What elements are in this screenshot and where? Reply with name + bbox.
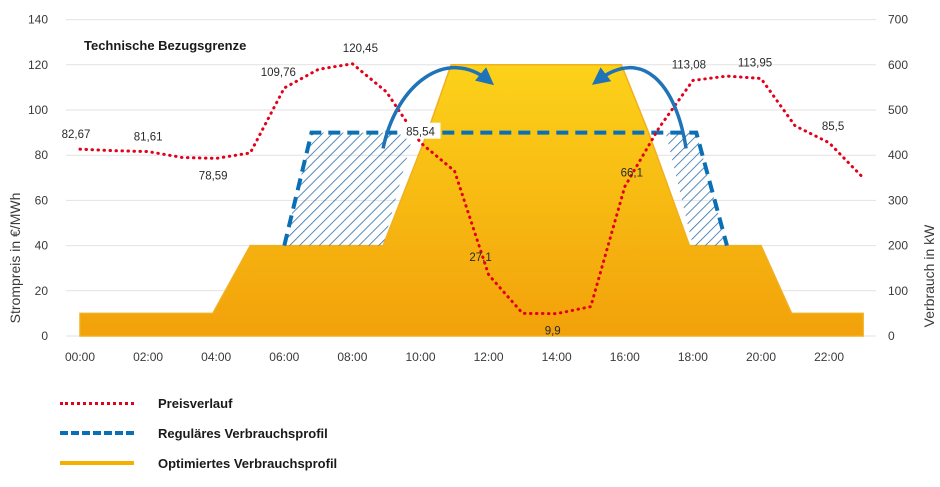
y-left-tick-label: 120 [28, 58, 48, 72]
plot-shapes [78, 62, 865, 337]
y-right-tick-label: 300 [888, 193, 908, 207]
price-line [78, 62, 865, 316]
x-tick-label: 08:00 [337, 350, 367, 364]
shift-arrow-right [591, 66, 688, 149]
y-right-tick-label: 0 [888, 329, 895, 343]
y-right-tick-label: 600 [888, 58, 908, 72]
y-right-tick-label: 200 [888, 239, 908, 253]
data-label: 85,54 [406, 127, 435, 139]
y-right-tick-label: 100 [888, 284, 908, 298]
legend-swatch-optimized [60, 461, 134, 465]
y-left-tick-label: 40 [35, 239, 49, 253]
x-tick-label: 00:00 [65, 350, 95, 364]
data-label: 78,59 [199, 170, 228, 182]
x-tick-label: 10:00 [405, 350, 435, 364]
data-label: 66,1 [621, 168, 643, 180]
shift-arrow-left [381, 66, 494, 149]
x-tick-label: 18:00 [678, 350, 708, 364]
x-tick-label: 12:00 [474, 350, 504, 364]
data-label: 82,67 [62, 129, 91, 141]
data-label: 120,45 [343, 43, 378, 55]
data-label: 109,76 [261, 67, 296, 79]
x-tick-label: 22:00 [814, 350, 844, 364]
regular-profile-line [282, 130, 729, 247]
legend-label-regular: Reguläres Verbrauchsprofil [158, 425, 328, 441]
data-label: 81,61 [134, 132, 163, 144]
data-label: 113,95 [738, 57, 772, 69]
legend-label-price: Preisverlauf [158, 395, 233, 411]
data-label-bg [400, 122, 441, 139]
y-left-tick-label: 60 [35, 193, 49, 207]
legend-swatch-regular [60, 431, 134, 435]
data-label: 85,5 [822, 121, 844, 133]
shifted-load-hatch-morning [284, 132, 414, 246]
shifted-load-hatch-evening [665, 132, 727, 246]
y-left-tick-label: 100 [28, 103, 48, 117]
y-left-tick-label: 20 [35, 284, 49, 298]
y-right-tick-label: 700 [888, 13, 908, 27]
annotation-technical-limit: Technische Bezugsgrenze [84, 38, 246, 53]
legend-item-price: Preisverlauf [60, 388, 337, 418]
x-tick-label: 14:00 [542, 350, 572, 364]
y-left-tick-label: 0 [41, 329, 48, 343]
data-label: 9,9 [545, 326, 561, 338]
legend-swatch-price [60, 401, 134, 405]
x-tick-label: 20:00 [746, 350, 776, 364]
legend-item-regular: Reguläres Verbrauchsprofil [60, 418, 337, 448]
y-left-axis-title: Strompreis in €/MWh [7, 193, 23, 324]
legend: Preisverlauf Reguläres Verbrauchsprofil … [60, 388, 337, 478]
y-left-tick-label: 140 [28, 13, 48, 27]
x-tick-label: 16:00 [610, 350, 640, 364]
data-label: 113,08 [672, 59, 706, 71]
y-right-tick-label: 500 [888, 103, 908, 117]
optimized-profile-area [79, 64, 864, 337]
legend-label-optimized: Optimiertes Verbrauchsprofil [158, 455, 338, 471]
y-left-tick-label: 80 [35, 148, 49, 162]
y-right-tick-label: 400 [888, 148, 908, 162]
data-label: 27,1 [469, 252, 491, 264]
x-tick-label: 04:00 [201, 350, 231, 364]
y-right-axis-title: Verbrauch in kW [921, 224, 937, 327]
x-tick-label: 06:00 [269, 350, 299, 364]
x-tick-label: 02:00 [133, 350, 163, 364]
legend-item-optimized: Optimiertes Verbrauchsprofil [60, 448, 337, 478]
labels: 0 0 20 100 40 200 60 300 80 400 100 500 120 600 140 700… [7, 13, 937, 364]
